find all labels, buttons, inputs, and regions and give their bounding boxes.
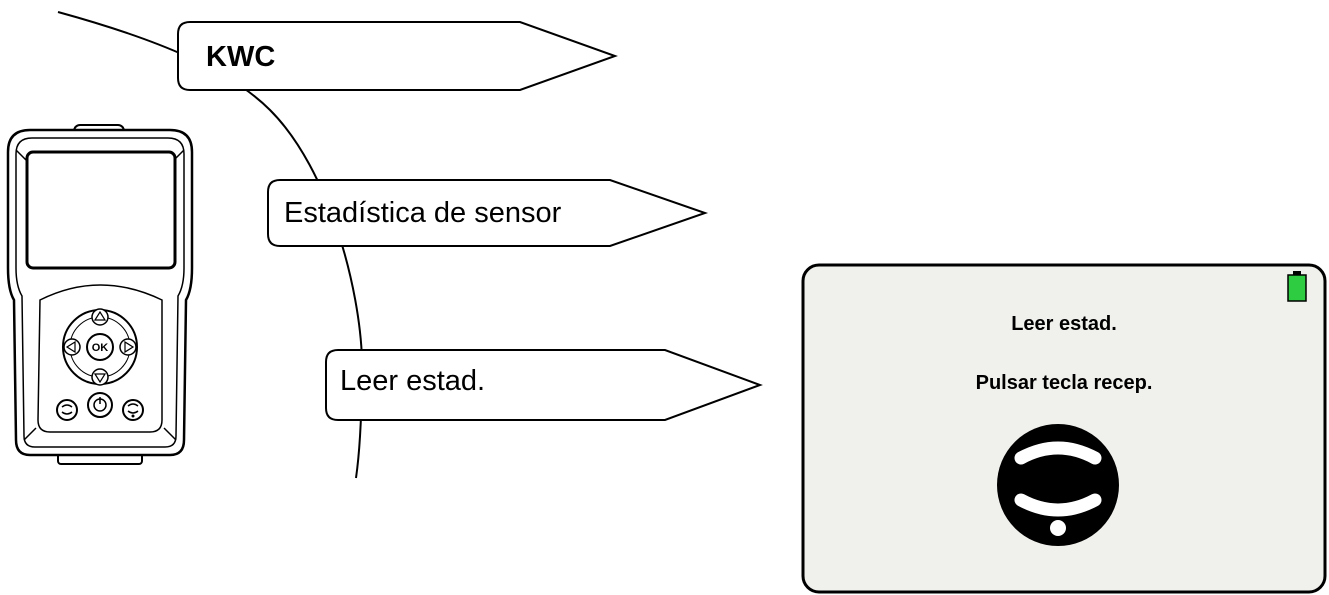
menu-level2-pointer: Estadística de sensor [267, 179, 709, 247]
arrow-right-icon [119, 338, 137, 356]
menu-level3-label: Leer estad. [340, 365, 485, 397]
menu-level1-label: KWC [206, 41, 275, 73]
power-icon [87, 392, 113, 418]
send-icon [56, 399, 78, 421]
arrow-left-icon [63, 338, 81, 356]
arrow-down-icon [91, 368, 109, 386]
receive-signal-icon [997, 424, 1119, 546]
display-panel: Leer estad. Pulsar tecla recep. [801, 263, 1327, 594]
battery-icon [1287, 271, 1307, 302]
menu-level2-label: Estadística de sensor [284, 197, 562, 229]
device-screen [25, 150, 177, 270]
arrow-up-icon [91, 308, 109, 326]
screen-title: Leer estad. [1011, 313, 1117, 335]
screen-instruction: Pulsar tecla recep. [976, 372, 1153, 394]
menu-level3-pointer: Leer estad. [325, 349, 763, 421]
handheld-device: OK [6, 124, 194, 465]
ok-label: OK [92, 342, 109, 354]
ok-button: OK [86, 333, 114, 361]
receive-icon [122, 399, 144, 421]
menu-level1-pointer: KWC [177, 21, 618, 91]
